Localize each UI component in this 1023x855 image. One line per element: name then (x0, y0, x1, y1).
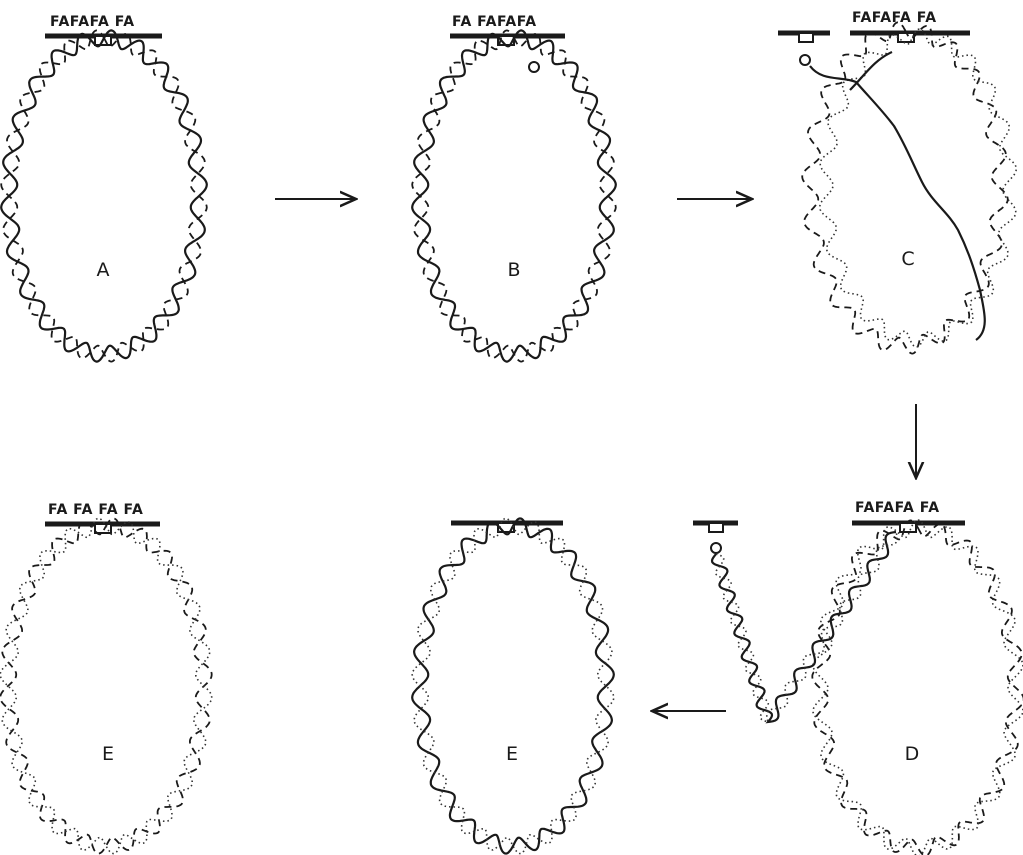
panel-d-small-site (709, 523, 723, 532)
panel-c-letter: C (901, 248, 914, 270)
panel-a-strand-dashed (1, 30, 207, 361)
panel-e-left-letter: E (102, 743, 114, 765)
panel-b-sequence: FA FAFAFA (452, 14, 537, 30)
panel-c-strand-dotted (820, 29, 1017, 347)
panel-d-strand-dashed (812, 520, 1023, 855)
panel-d-letter: D (905, 743, 920, 765)
panel-d-nick-circle (711, 543, 721, 553)
panel-b-strand-solid (412, 30, 616, 361)
panel-b-nick-circle (529, 62, 539, 72)
panel-e-middle-strand-dotted (412, 519, 614, 854)
panel-a-sequence: FAFAFA FA (50, 14, 135, 30)
panel-d-strand-dotted (813, 520, 1023, 855)
panel-e-left-sequence: FA FA FA FA (48, 502, 143, 518)
panel-d-attachment-site (900, 523, 916, 532)
panel-c-strand-solid (810, 66, 985, 340)
panel-c-small-site (799, 33, 813, 42)
panel-e-middle: E (412, 519, 614, 854)
panel-d: FAFAFA FA D (693, 500, 1023, 855)
panel-d-sequence: FAFAFA FA (855, 500, 940, 516)
panel-a-letter: A (97, 259, 110, 281)
panel-e-left-strand-dashed (0, 518, 211, 853)
panel-c-nick-circle (800, 55, 810, 65)
panel-c-strand-solid-top (850, 52, 892, 90)
panel-e-left-strand-dotted (0, 518, 211, 853)
panel-e-left: FA FA FA FA E (0, 502, 211, 854)
panel-a-strand-solid (1, 30, 207, 361)
panel-b-strand-dashed (412, 30, 616, 361)
panel-c: FAFAFA FA C (778, 10, 1016, 354)
panel-e-middle-letter: E (506, 743, 518, 765)
panel-e-left-attachment-site (95, 524, 111, 533)
panel-a: FAFAFA FA A (1, 14, 207, 362)
panel-e-middle-strand-solid (412, 519, 614, 854)
panel-b: FA FAFAFA B (412, 14, 616, 362)
panel-b-letter: B (507, 259, 520, 281)
